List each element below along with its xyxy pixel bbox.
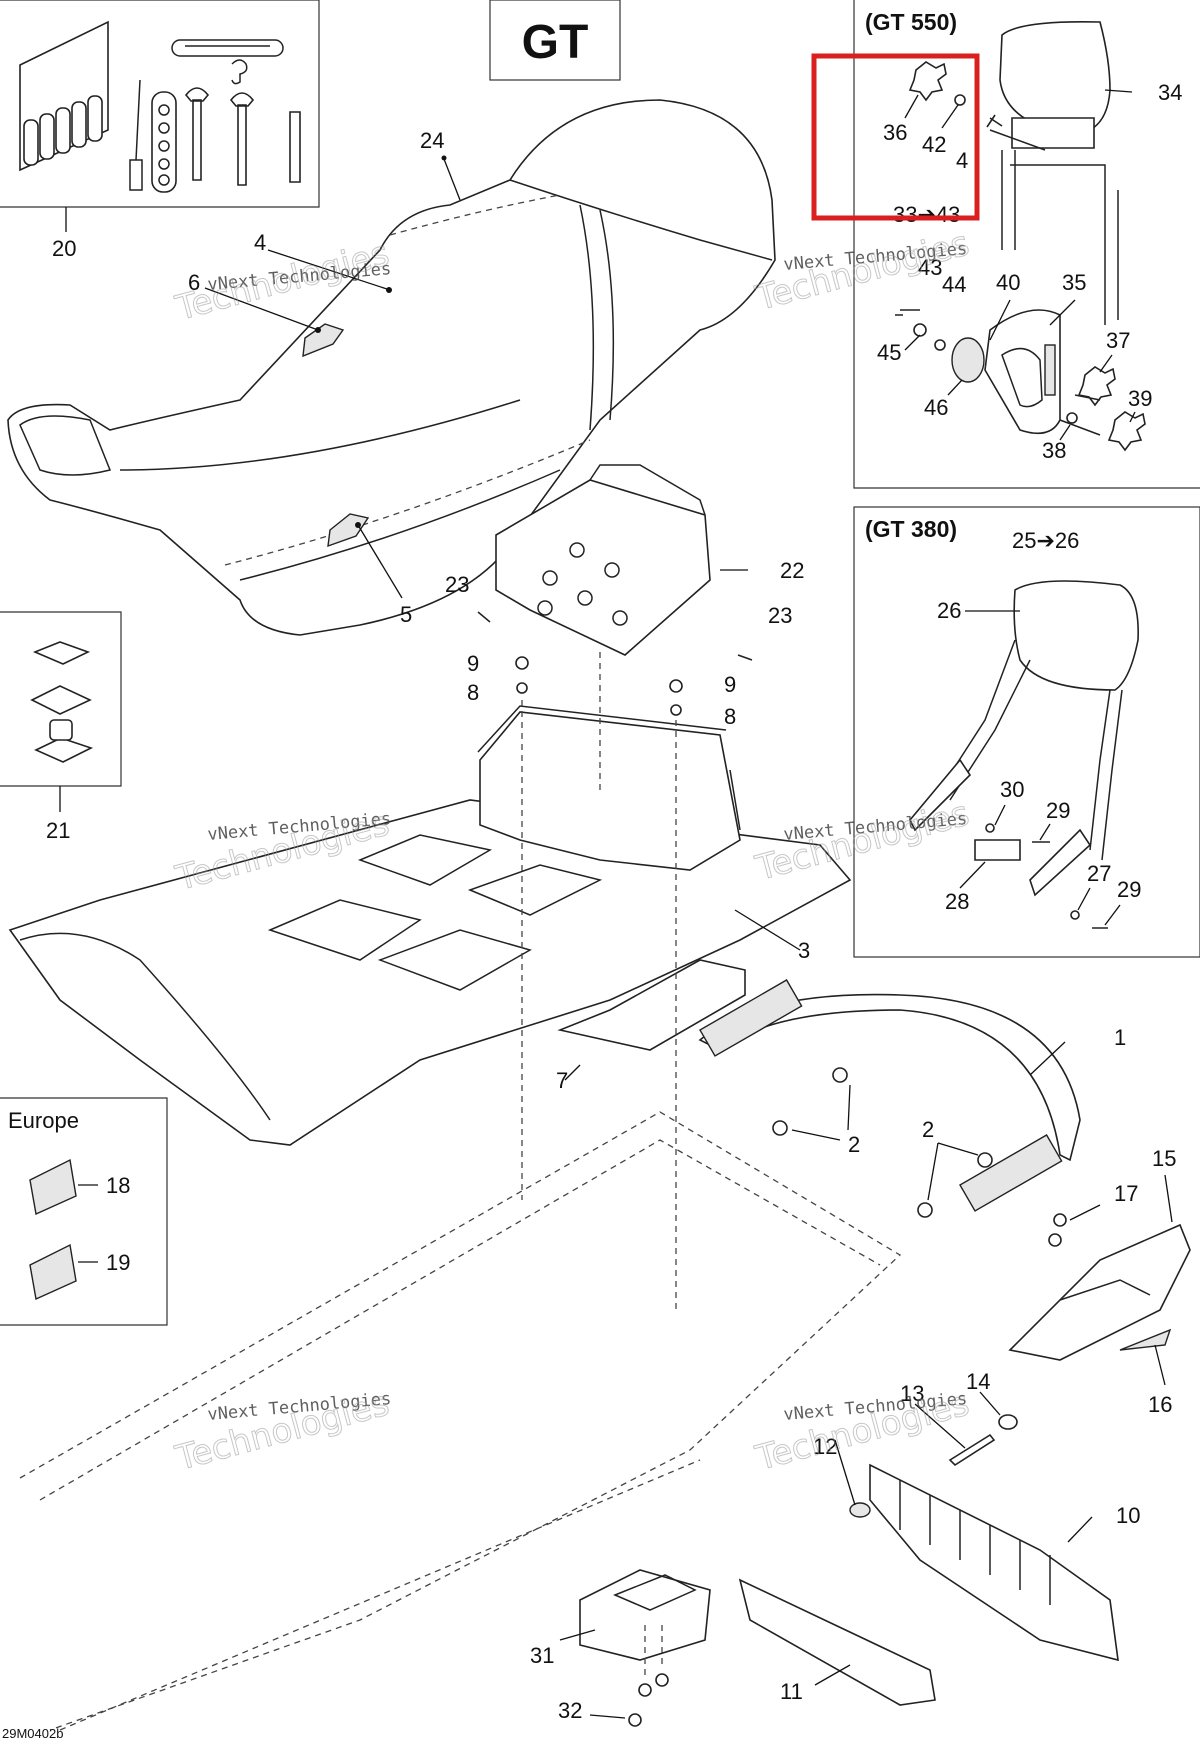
- callout-37: 37: [1106, 328, 1130, 353]
- callout-21: 21: [46, 818, 70, 843]
- callout-12: 12: [813, 1434, 837, 1459]
- rear-flap: 11 10 12 13 14: [738, 1369, 1140, 1706]
- callout-20: 20: [52, 236, 76, 261]
- callout-4: 4: [254, 230, 266, 255]
- callout-15: 15: [1152, 1146, 1176, 1171]
- callout-2b: 2: [922, 1117, 934, 1142]
- callout-1: 1: [1114, 1025, 1126, 1050]
- callout-46: 46: [924, 395, 948, 420]
- callout-32: 32: [558, 1698, 582, 1723]
- callout-22: 22: [780, 558, 804, 583]
- tunnel-outline: [19, 1111, 902, 1731]
- callout-38: 38: [1042, 438, 1066, 463]
- callout-19: 19: [106, 1250, 130, 1275]
- callout-2a: 2: [848, 1132, 860, 1157]
- grab-handle: 1 2 2: [698, 979, 1126, 1218]
- callout-29b: 29: [1117, 877, 1141, 902]
- callout-33-43: 33➔43: [893, 202, 960, 227]
- callout-26: 26: [937, 598, 961, 623]
- rear-cap: 17 15 16: [1008, 1146, 1191, 1417]
- callout-14: 14: [966, 1369, 990, 1394]
- title-box: GT: [489, 0, 621, 81]
- callout-9a: 9: [467, 651, 479, 676]
- callout-6: 6: [188, 270, 200, 295]
- europe-inset: Europe 18 19: [0, 1097, 168, 1326]
- callout-8b: 8: [724, 704, 736, 729]
- callout-36: 36: [883, 120, 907, 145]
- gt380-range: 25➔26: [1012, 528, 1079, 553]
- callout-29a: 29: [1046, 798, 1070, 823]
- callout-31: 31: [530, 1643, 554, 1668]
- gt550-title: (GT 550): [865, 9, 957, 35]
- inset-21: 21: [0, 611, 122, 843]
- callout-40: 40: [996, 270, 1020, 295]
- callout-28: 28: [945, 889, 969, 914]
- callout-23b: 23: [768, 603, 792, 628]
- callout-44: 44: [942, 272, 966, 297]
- callout-24: 24: [420, 128, 444, 153]
- gt550-inset: (GT 550) 34 36 42 4 33➔43 43 44 40: [811, 0, 1200, 489]
- diagram-title: GT: [522, 16, 589, 69]
- callout-9b: 9: [724, 672, 736, 697]
- gt380-title: (GT 380): [865, 516, 957, 542]
- drawing-code: 29M0402b: [2, 1726, 63, 1741]
- callout-18: 18: [106, 1173, 130, 1198]
- callout-30: 30: [1000, 777, 1024, 802]
- callout-4b: 4: [956, 148, 968, 173]
- europe-title: Europe: [8, 1108, 79, 1133]
- callout-34: 34: [1158, 80, 1182, 105]
- seat-base: 3 7: [8, 652, 852, 1310]
- callout-13: 13: [900, 1381, 924, 1406]
- callout-11: 11: [780, 1679, 803, 1704]
- watermark-outline: Technologies: [751, 794, 973, 889]
- gt380-inset: (GT 380) 25➔26 26 30 29 28 27 29: [853, 506, 1200, 958]
- callout-42: 42: [922, 132, 946, 157]
- callout-10: 10: [1116, 1503, 1140, 1528]
- callout-27: 27: [1087, 861, 1111, 886]
- callout-5: 5: [400, 602, 412, 627]
- callout-16: 16: [1148, 1392, 1172, 1417]
- callout-35: 35: [1062, 270, 1086, 295]
- plate-31: 31 32: [530, 1569, 711, 1727]
- highlight-box: [811, 53, 980, 221]
- callout-7: 7: [556, 1068, 568, 1093]
- callout-45: 45: [877, 340, 901, 365]
- bracket-group: 22 23 23 9 8 9 8: [445, 464, 804, 729]
- callout-17: 17: [1114, 1181, 1138, 1206]
- callout-43: 43: [918, 255, 942, 280]
- seat-assembly: 24 4 6 5: [7, 99, 776, 636]
- callout-23a: 23: [445, 572, 469, 597]
- toolkit-inset: 20: [0, 0, 320, 261]
- callout-8a: 8: [467, 680, 479, 705]
- callout-3: 3: [798, 938, 810, 963]
- callout-39: 39: [1128, 386, 1152, 411]
